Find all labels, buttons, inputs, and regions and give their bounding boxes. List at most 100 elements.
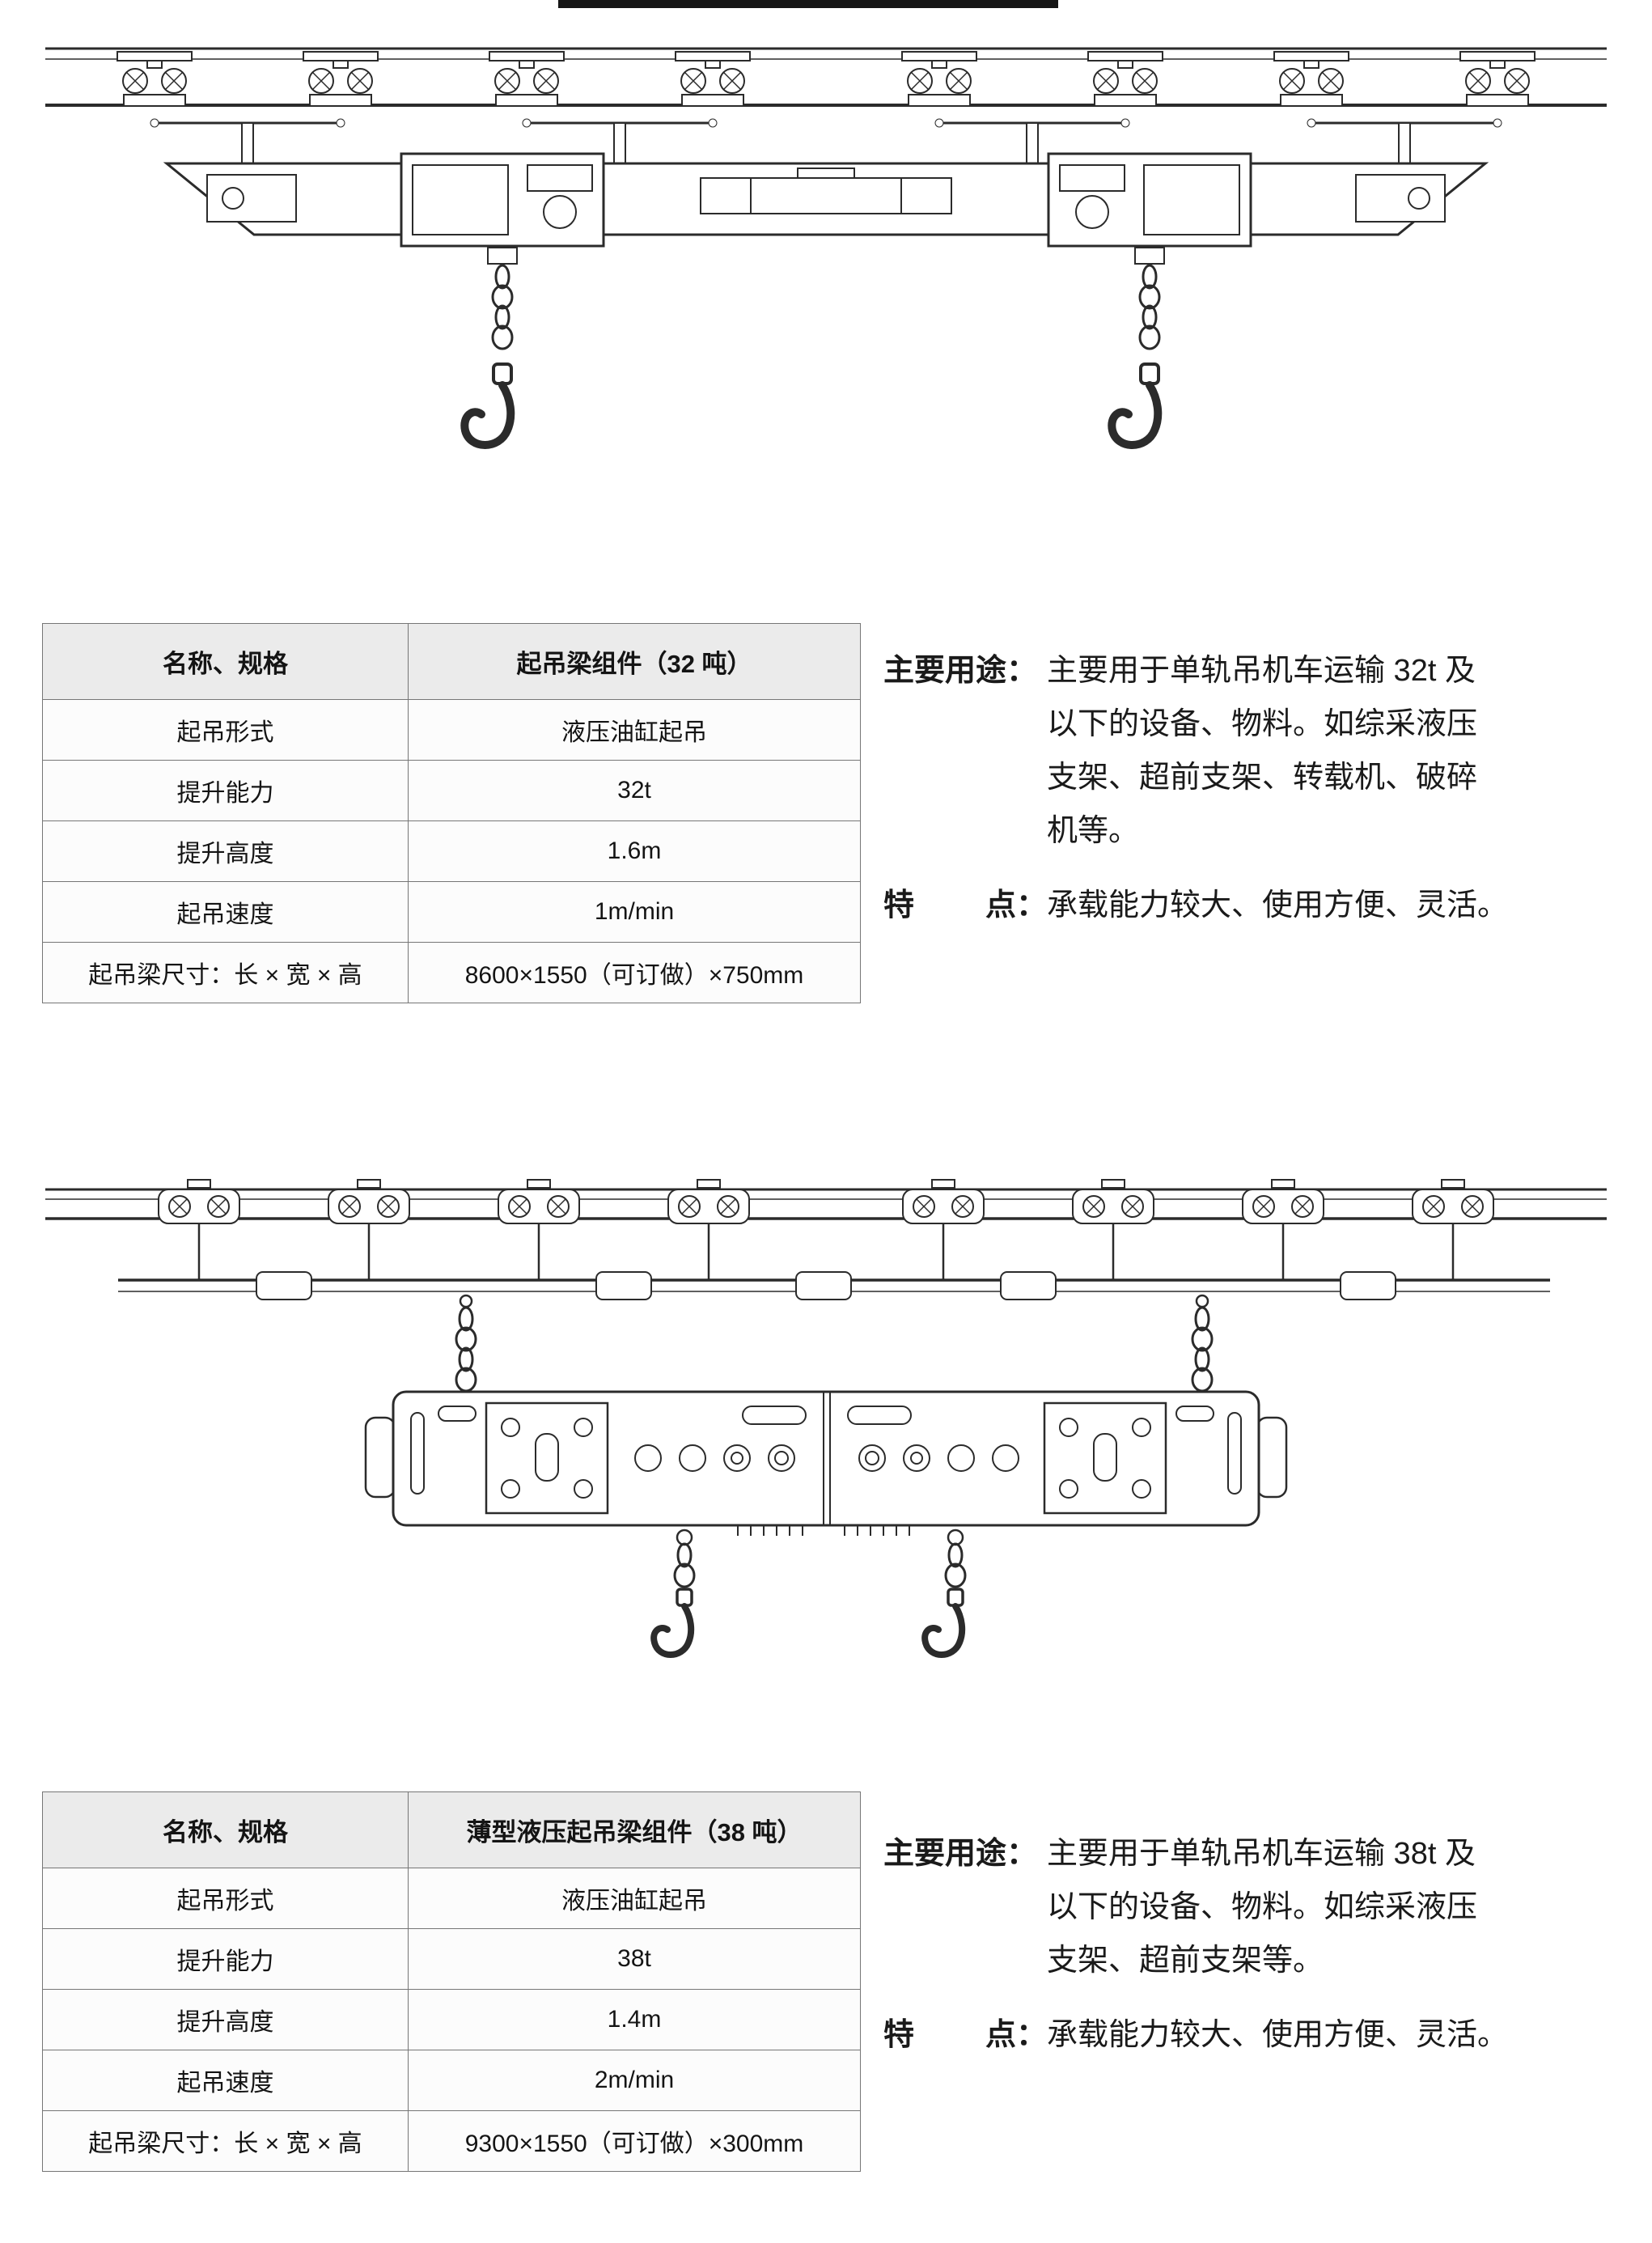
hook-icon bbox=[1112, 364, 1159, 445]
table-row: 起吊速度 2m/min bbox=[42, 2050, 861, 2111]
chain-icon bbox=[491, 264, 514, 350]
table-header-row: 名称、规格 薄型液压起吊梁组件（38 吨） bbox=[42, 1791, 861, 1868]
trolley-icon bbox=[1072, 1179, 1154, 1224]
trolley-icon bbox=[303, 51, 379, 107]
usage-label: 主要用途： bbox=[883, 1837, 1038, 1871]
diagram-32t-lifting-beam bbox=[45, 32, 1607, 485]
spec-label-cell: 起吊形式 bbox=[42, 1868, 409, 1929]
monorail bbox=[45, 47, 1607, 107]
spec-value-cell: 38t bbox=[408, 1928, 861, 1990]
spec-value-cell: 1m/min bbox=[408, 881, 861, 943]
table-row: 起吊速度 1m/min bbox=[42, 881, 861, 943]
spec-label-cell: 起吊形式 bbox=[42, 699, 409, 761]
table-header-cell: 名称、规格 bbox=[42, 1791, 409, 1868]
table-header-cell: 薄型液压起吊梁组件（38 吨） bbox=[408, 1791, 861, 1868]
usage-row: 主要用途： 主要用于单轨吊机车运输 32t 及 以下的设备、物料。如综采液压 支… bbox=[883, 644, 1644, 858]
monorail bbox=[45, 1188, 1607, 1220]
lift-chain-right bbox=[925, 1529, 967, 1655]
table-row: 起吊形式 液压油缸起吊 bbox=[42, 1868, 861, 1929]
spec-value-cell: 9300×1550（可订做）×300mm bbox=[408, 2110, 861, 2172]
feature-text: 承载能力较大、使用方便、灵活。 bbox=[1047, 888, 1509, 922]
spec-label-cell: 提升能力 bbox=[42, 1928, 409, 1990]
trolley-icon bbox=[1273, 51, 1349, 107]
table-header-row: 名称、规格 起吊梁组件（32 吨） bbox=[42, 623, 861, 700]
rail-trolleys bbox=[116, 51, 1536, 107]
thin-beam-plate bbox=[364, 1390, 1288, 1536]
trolley-icon bbox=[489, 51, 565, 107]
usage-label: 主要用途： bbox=[883, 654, 1038, 688]
hook-icon bbox=[925, 1589, 963, 1655]
trolley-icon bbox=[667, 1179, 750, 1224]
description-38t: 主要用途： 主要用于单轨吊机车运输 38t 及 以下的设备、物料。如综采液压 支… bbox=[883, 1827, 1644, 2062]
feature-label-last: 点： bbox=[985, 888, 1047, 922]
feature-label-last: 点： bbox=[985, 2018, 1047, 2052]
trolley-icon bbox=[1412, 1179, 1494, 1224]
table-header-cell: 名称、规格 bbox=[42, 623, 409, 700]
spec-label-cell: 提升能力 bbox=[42, 760, 409, 821]
trolley-icon bbox=[675, 51, 751, 107]
spec-label-cell: 起吊速度 bbox=[42, 881, 409, 943]
suspension-chain-right bbox=[1191, 1294, 1214, 1393]
spec-label-cell: 提升高度 bbox=[42, 820, 409, 882]
spec-value-cell: 32t bbox=[408, 760, 861, 821]
diagram-32t-drawing bbox=[45, 47, 1607, 485]
spec-value-cell: 1.6m bbox=[408, 820, 861, 882]
table-row: 提升高度 1.6m bbox=[42, 820, 861, 882]
spec-value-cell: 2m/min bbox=[408, 2050, 861, 2111]
table-row: 提升能力 32t bbox=[42, 760, 861, 821]
spec-table-38t: 名称、规格 薄型液压起吊梁组件（38 吨） 起吊形式 液压油缸起吊 提升能力 3… bbox=[42, 1791, 861, 2172]
chain-icon bbox=[673, 1542, 696, 1588]
table-row: 起吊梁尺寸：长 × 宽 × 高 9300×1550（可订做）×300mm bbox=[42, 2110, 861, 2172]
spec-label-cell: 起吊梁尺寸：长 × 宽 × 高 bbox=[42, 2110, 409, 2172]
rail-trolleys bbox=[158, 1179, 1494, 1224]
spec-value-cell: 8600×1550（可订做）×750mm bbox=[408, 942, 861, 1003]
lifting-beam-body bbox=[163, 162, 1489, 236]
hook-icon bbox=[654, 1589, 692, 1655]
table-header-cell: 起吊梁组件（32 吨） bbox=[408, 623, 861, 700]
chain-icon bbox=[455, 1306, 477, 1393]
feature-label-first: 特 bbox=[883, 888, 915, 922]
trolley-icon bbox=[498, 1179, 580, 1224]
trolley-icon bbox=[116, 51, 193, 107]
spec-value-cell: 1.4m bbox=[408, 1989, 861, 2050]
diagram-38t-lifting-beam bbox=[45, 1173, 1607, 1667]
spec-label-cell: 起吊梁尺寸：长 × 宽 × 高 bbox=[42, 942, 409, 1003]
spec-label-cell: 起吊速度 bbox=[42, 2050, 409, 2111]
table-row: 起吊梁尺寸：长 × 宽 × 高 8600×1550（可订做）×750mm bbox=[42, 942, 861, 1003]
feature-label-first: 特 bbox=[883, 2018, 915, 2052]
table-row: 提升能力 38t bbox=[42, 1928, 861, 1990]
usage-row: 主要用途： 主要用于单轨吊机车运输 38t 及 以下的设备、物料。如综采液压 支… bbox=[883, 1827, 1644, 1987]
hoist-unit-left bbox=[400, 152, 605, 248]
chain-hoist-left bbox=[464, 247, 518, 445]
description-32t: 主要用途： 主要用于单轨吊机车运输 32t 及 以下的设备、物料。如综采液压 支… bbox=[883, 644, 1644, 932]
chain-icon bbox=[944, 1542, 967, 1588]
hoist-unit-right bbox=[1047, 152, 1252, 248]
suspension-chain-left bbox=[455, 1294, 477, 1393]
spec-value-cell: 液压油缸起吊 bbox=[408, 1868, 861, 1929]
table-row: 起吊形式 液压油缸起吊 bbox=[42, 699, 861, 761]
usage-text: 主要用于单轨吊机车运输 32t 及 以下的设备、物料。如综采液压 支架、超前支架… bbox=[1047, 644, 1644, 858]
diagram-38t-drawing bbox=[45, 1179, 1607, 1667]
trolley-icon bbox=[1242, 1179, 1324, 1224]
hook-icon bbox=[464, 364, 511, 445]
trolley-icon bbox=[902, 1179, 985, 1224]
feature-row: 特 点： 承载能力较大、使用方便、灵活。 bbox=[883, 879, 1644, 932]
chain-hoist-right bbox=[1112, 247, 1165, 445]
carrier-beam bbox=[118, 1223, 1550, 1300]
table-row: 提升高度 1.4m bbox=[42, 1989, 861, 2050]
trolley-icon bbox=[901, 51, 977, 107]
usage-line: 支架、超前支架、转载机、破碎 bbox=[1047, 761, 1478, 795]
trolley-icon bbox=[328, 1179, 410, 1224]
feature-label: 特 点： bbox=[883, 2008, 1047, 2062]
chain-icon bbox=[1191, 1306, 1214, 1393]
trolley-icon bbox=[1459, 51, 1536, 107]
usage-line: 以下的设备、物料。如综采液压 bbox=[1047, 707, 1478, 741]
feature-text: 承载能力较大、使用方便、灵活。 bbox=[1047, 2018, 1509, 2052]
spec-table-32t: 名称、规格 起吊梁组件（32 吨） 起吊形式 液压油缸起吊 提升能力 32t 提… bbox=[42, 623, 861, 1003]
trolley-icon bbox=[1087, 51, 1163, 107]
page-top-mark bbox=[558, 0, 1058, 8]
feature-row: 特 点： 承载能力较大、使用方便、灵活。 bbox=[883, 2008, 1644, 2062]
usage-line: 支架、超前支架等。 bbox=[1047, 1944, 1324, 1978]
usage-line: 主要用于单轨吊机车运输 32t 及 bbox=[1047, 654, 1476, 688]
usage-line: 主要用于单轨吊机车运输 38t 及 bbox=[1047, 1837, 1476, 1871]
